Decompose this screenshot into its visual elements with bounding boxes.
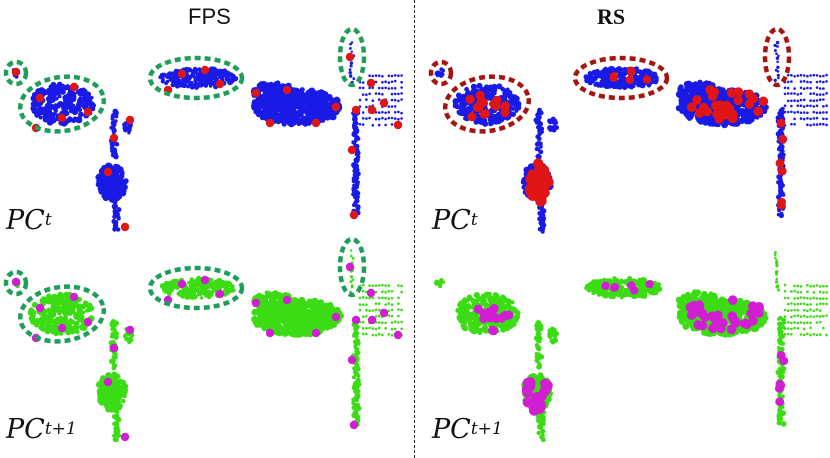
fps-pc-t-label: PCt — [6, 205, 52, 236]
rs-pc-t-label: PCt — [432, 205, 478, 236]
point-cloud-group — [3, 26, 403, 232]
point-cloud-group — [3, 236, 403, 443]
rs-title: RS — [597, 4, 626, 29]
point-cloud-group — [433, 251, 828, 443]
fps-pc-t1-label: PCt+1 — [6, 414, 77, 445]
rs-pc-t1-label: PCt+1 — [432, 414, 503, 445]
panel-divider — [414, 0, 415, 458]
fps-title: FPS — [188, 4, 231, 29]
point-cloud-group — [428, 26, 828, 234]
